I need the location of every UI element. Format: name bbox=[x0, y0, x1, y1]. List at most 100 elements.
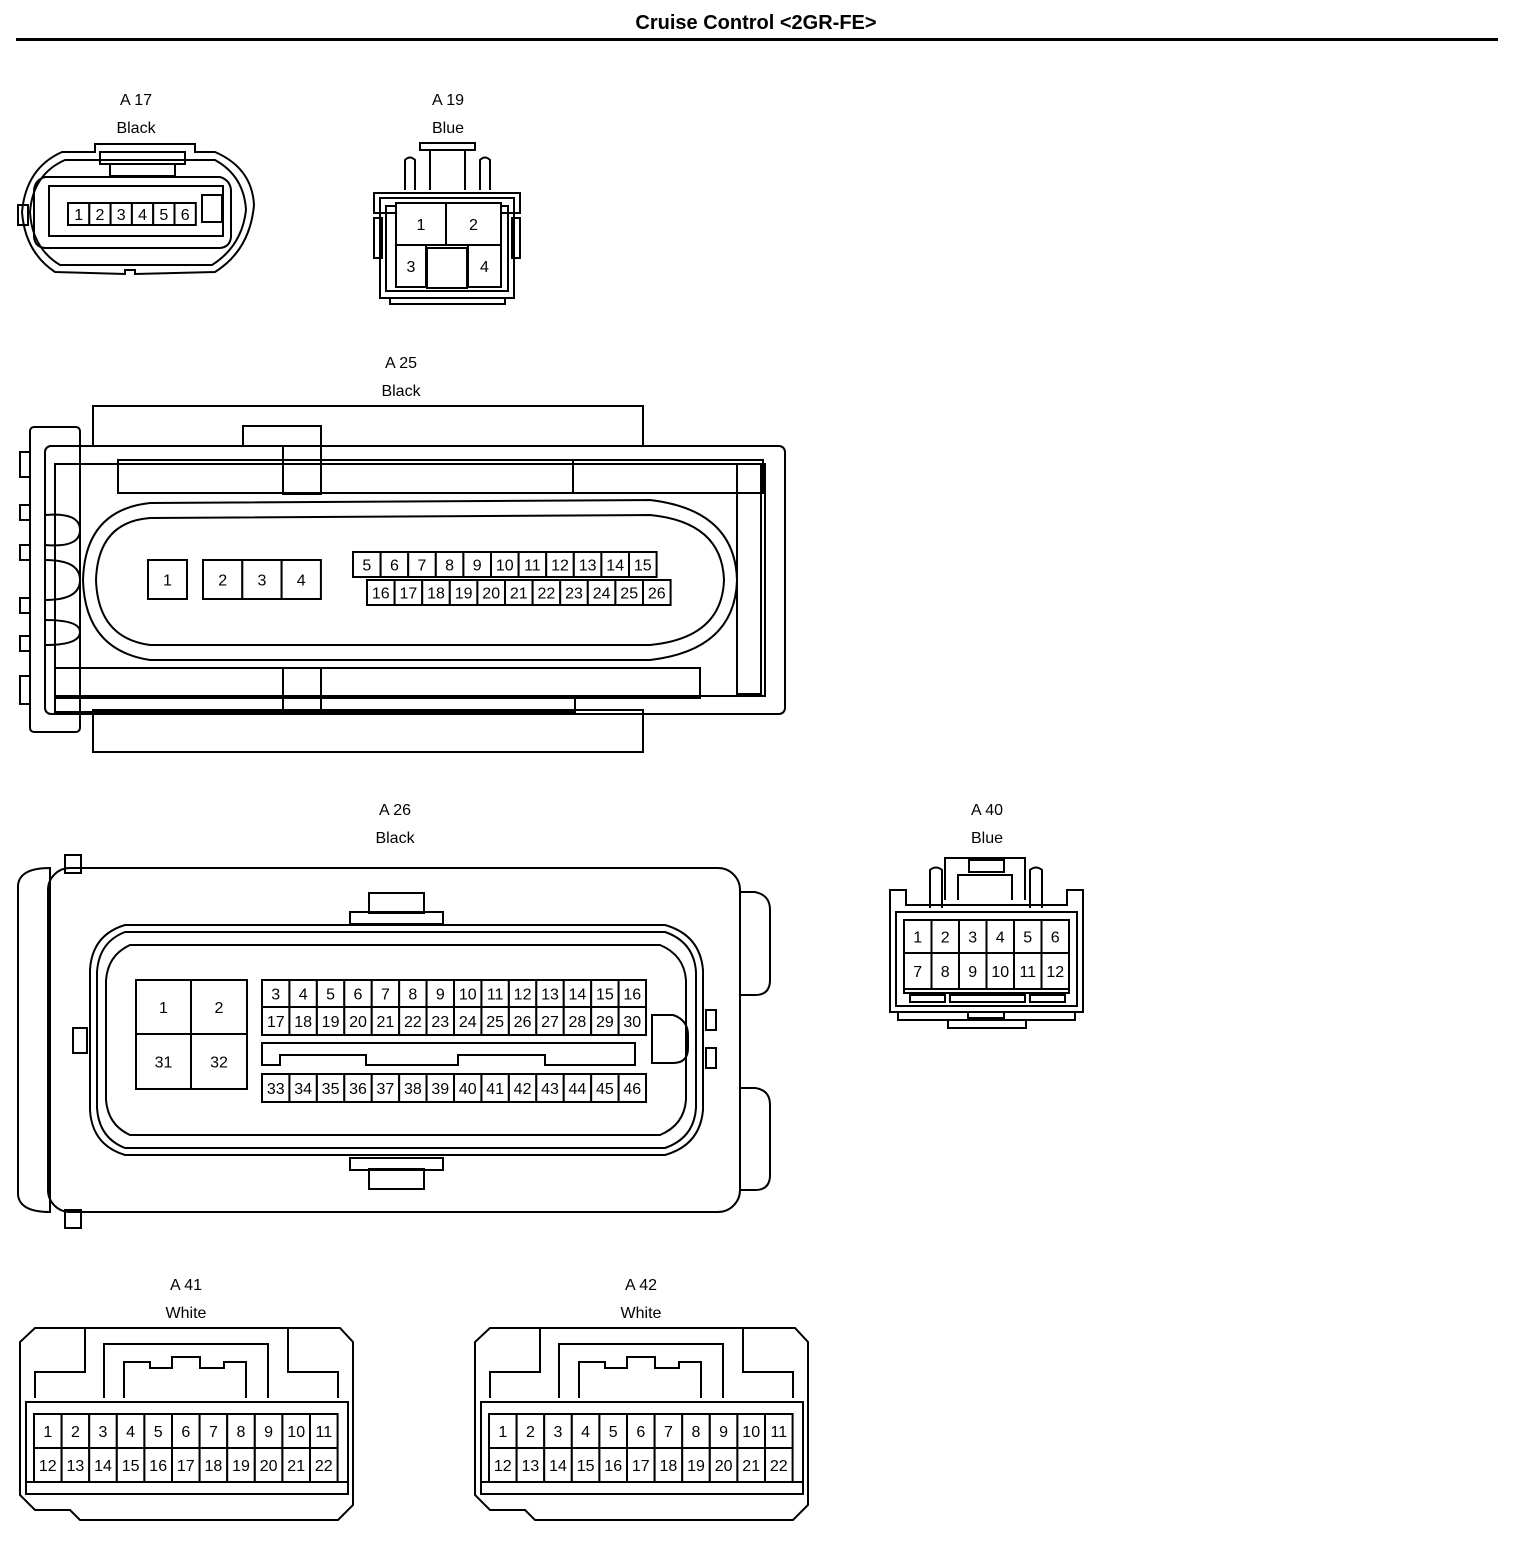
pin-a26-17: 17 bbox=[261, 1006, 291, 1036]
pin-label: 24 bbox=[459, 1014, 477, 1031]
pin-label: 9 bbox=[719, 1424, 728, 1441]
pin-label: 28 bbox=[569, 1014, 587, 1031]
pin-label: 14 bbox=[549, 1458, 567, 1475]
pin-a40-10: 10 bbox=[985, 952, 1015, 990]
pin-a26-12: 12 bbox=[507, 979, 538, 1008]
pin-label: 1 bbox=[498, 1424, 507, 1441]
pin-label: 2 bbox=[218, 573, 227, 590]
pin-label: 16 bbox=[149, 1458, 167, 1475]
pin-a25-20: 20 bbox=[476, 579, 506, 606]
pin-a26-21: 21 bbox=[370, 1006, 401, 1036]
pin-a25-9: 9 bbox=[462, 551, 492, 578]
pin-label: 30 bbox=[623, 1014, 641, 1031]
connector-a25-code: A 25 bbox=[384, 355, 418, 372]
pin-a42-1: 1 bbox=[488, 1413, 518, 1449]
pin-label: 23 bbox=[565, 586, 583, 603]
pin-label: 5 bbox=[159, 207, 168, 224]
pin-label: 4 bbox=[299, 987, 308, 1004]
pin-label: 2 bbox=[71, 1424, 80, 1441]
pin-a41-4: 4 bbox=[115, 1413, 146, 1449]
pin-label: 10 bbox=[287, 1424, 305, 1441]
pin-a26-19: 19 bbox=[315, 1006, 346, 1036]
pin-label: 22 bbox=[538, 586, 556, 603]
pin-label: 3 bbox=[271, 987, 280, 1004]
pin-label: 11 bbox=[1019, 964, 1036, 981]
pin-label: 5 bbox=[362, 558, 371, 575]
pin-a25-3: 3 bbox=[241, 559, 283, 600]
pin-a26-40: 40 bbox=[453, 1073, 483, 1103]
connector-a25-housing bbox=[19, 405, 786, 753]
pin-label: 4 bbox=[996, 930, 1005, 947]
pin-label: 7 bbox=[913, 964, 922, 981]
pin-label: 6 bbox=[181, 207, 190, 224]
pin-label: 5 bbox=[609, 1424, 618, 1441]
pin-a41-19: 19 bbox=[226, 1447, 256, 1483]
pin-label: 6 bbox=[390, 558, 399, 575]
pin-label: 16 bbox=[372, 586, 390, 603]
pin-label: 33 bbox=[267, 1081, 285, 1098]
pin-label: 25 bbox=[620, 586, 638, 603]
pin-a26-30: 30 bbox=[617, 1006, 648, 1036]
pin-a25-6: 6 bbox=[379, 551, 410, 578]
pin-label: 3 bbox=[99, 1424, 108, 1441]
pin-a41-1: 1 bbox=[33, 1413, 63, 1449]
pin-a26-14: 14 bbox=[562, 979, 593, 1008]
pin-label: 12 bbox=[1046, 964, 1064, 981]
pin-label: 1 bbox=[74, 207, 83, 224]
connector-a26-code: A 26 bbox=[378, 802, 412, 819]
pin-a26-20: 20 bbox=[343, 1006, 373, 1036]
pin-a25-26: 26 bbox=[642, 579, 672, 606]
pin-a40-4: 4 bbox=[985, 919, 1015, 954]
pin-label: 2 bbox=[941, 930, 950, 947]
pin-label: 15 bbox=[596, 987, 614, 1004]
pin-a26-34: 34 bbox=[288, 1073, 318, 1103]
pin-label: 24 bbox=[593, 586, 611, 603]
pin-label: 8 bbox=[692, 1424, 701, 1441]
pin-a41-16: 16 bbox=[143, 1447, 173, 1483]
pin-a25-11: 11 bbox=[517, 551, 548, 578]
pin-a26-28: 28 bbox=[562, 1006, 593, 1036]
pin-a41-7: 7 bbox=[198, 1413, 229, 1449]
pin-a42-20: 20 bbox=[708, 1447, 739, 1483]
pin-a42-4: 4 bbox=[570, 1413, 601, 1449]
pin-label: 13 bbox=[67, 1458, 85, 1475]
pin-a26-38: 38 bbox=[398, 1073, 428, 1103]
pin-label: 1 bbox=[43, 1424, 52, 1441]
pin-label: 25 bbox=[486, 1014, 504, 1031]
connector-a26-housing bbox=[17, 854, 771, 1229]
pin-a25-2: 2 bbox=[202, 559, 244, 600]
title-rule bbox=[16, 38, 1498, 41]
connector-a42-code: A 42 bbox=[624, 1277, 658, 1294]
pin-label: 6 bbox=[354, 987, 363, 1004]
pin-label: 34 bbox=[294, 1081, 312, 1098]
pin-label: 4 bbox=[297, 573, 306, 590]
pin-a41-15: 15 bbox=[115, 1447, 146, 1483]
pin-label: 3 bbox=[117, 207, 126, 224]
pin-a42-17: 17 bbox=[626, 1447, 656, 1483]
pin-a26-5: 5 bbox=[315, 979, 346, 1008]
pin-a26-8: 8 bbox=[398, 979, 428, 1008]
pin-a25-23: 23 bbox=[559, 579, 589, 606]
pin-a42-2: 2 bbox=[515, 1413, 546, 1449]
pin-a40-6: 6 bbox=[1040, 919, 1070, 954]
pin-a26-27: 27 bbox=[535, 1006, 565, 1036]
pin-a42-13: 13 bbox=[515, 1447, 546, 1483]
pin-label: 10 bbox=[991, 964, 1009, 981]
pin-label: 43 bbox=[541, 1081, 559, 1098]
pin-a42-6: 6 bbox=[626, 1413, 656, 1449]
pin-label: 6 bbox=[181, 1424, 190, 1441]
pin-a26-33: 33 bbox=[261, 1073, 291, 1103]
pin-label: 19 bbox=[455, 586, 473, 603]
pin-a26-11: 11 bbox=[480, 979, 510, 1008]
pin-a25-15: 15 bbox=[628, 551, 658, 578]
pin-label: 4 bbox=[126, 1424, 135, 1441]
pin-a19-4: 4 bbox=[467, 244, 502, 288]
pin-label: 5 bbox=[154, 1424, 163, 1441]
pin-label: 3 bbox=[407, 259, 416, 276]
pin-a19-1: 1 bbox=[395, 202, 447, 246]
pin-label: 8 bbox=[408, 987, 417, 1004]
pin-label: 17 bbox=[632, 1458, 650, 1475]
pin-label: 17 bbox=[400, 586, 418, 603]
pin-a25-8: 8 bbox=[434, 551, 465, 578]
pin-a25-22: 22 bbox=[531, 579, 562, 606]
